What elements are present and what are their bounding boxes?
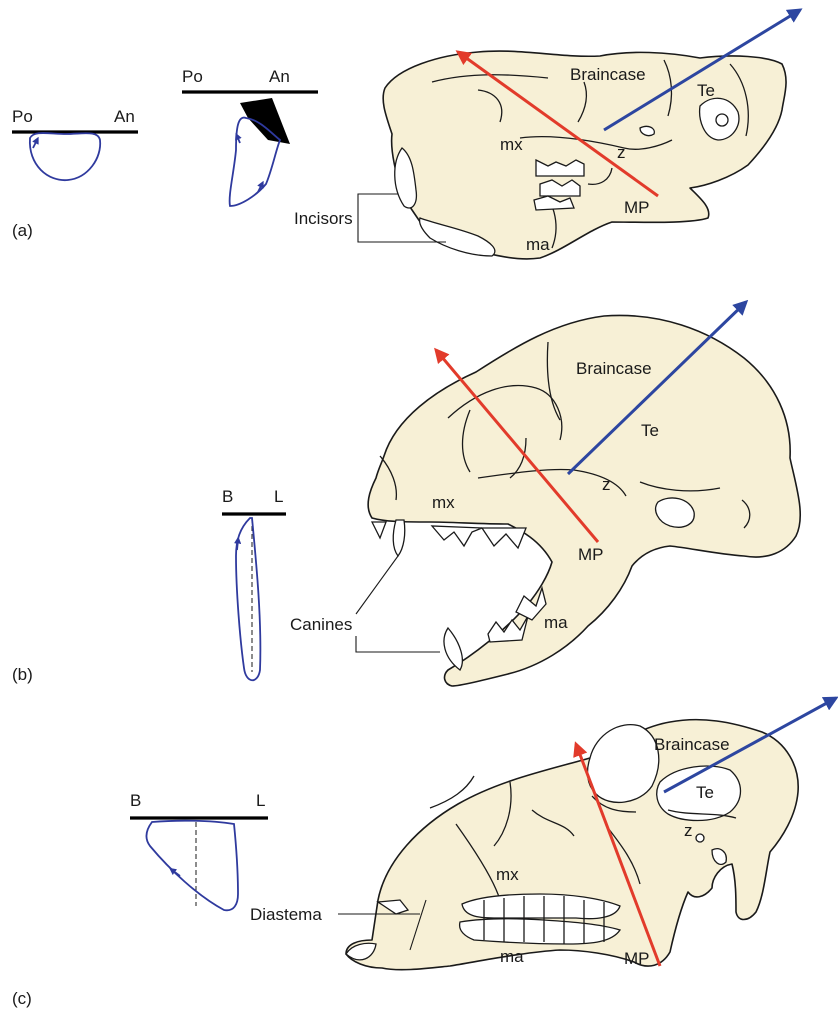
maxilla-label: mx (500, 135, 523, 154)
lingual-label: L (274, 487, 283, 506)
panel-c: B L Brai (12, 698, 836, 1008)
chewing-diagram-c: B L (130, 791, 268, 910)
maxilla-label: mx (432, 493, 455, 512)
mandible-label: ma (544, 613, 568, 632)
chewing-diagram-a2: Po An (182, 67, 318, 206)
zygomatic-label: z (617, 143, 626, 162)
incisor-tip-silhouette (240, 98, 290, 144)
anterior-label: An (114, 107, 135, 126)
temporalis-label: Te (697, 81, 715, 100)
masseter-label: MP (578, 545, 604, 564)
buccal-label: B (130, 791, 141, 810)
panel-letter-c: (c) (12, 989, 32, 1008)
masseter-label: MP (624, 949, 650, 968)
mandible-label: ma (500, 947, 524, 966)
braincase-label: Braincase (576, 359, 652, 378)
incisors-callout: Incisors (294, 209, 353, 228)
chewing-path-b (236, 518, 260, 680)
canines-callout: Canines (290, 615, 352, 634)
lingual-label: L (256, 791, 265, 810)
braincase-label: Braincase (654, 735, 730, 754)
diastema-callout: Diastema (250, 905, 322, 924)
braincase-label: Braincase (570, 65, 646, 84)
zygomatic-label: z (684, 821, 693, 840)
chewing-path-c (146, 821, 238, 911)
panel-letter-b: (b) (12, 665, 33, 684)
temporalis-label: Te (641, 421, 659, 440)
zygomatic-label: z (602, 475, 611, 494)
maxilla-label: mx (496, 865, 519, 884)
masseter-label: MP (624, 198, 650, 217)
posterior-label: Po (12, 107, 33, 126)
posterior-label: Po (182, 67, 203, 86)
panel-letter-a: (a) (12, 221, 33, 240)
chewing-path-a1 (30, 133, 100, 180)
chewing-diagram-a1: Po An (12, 107, 138, 180)
temporalis-label: Te (696, 783, 714, 802)
buccal-label: B (222, 487, 233, 506)
chewing-diagram-b: B L (222, 487, 286, 680)
panel-a: Po An Po An (12, 10, 800, 259)
panel-b: B L Brai (12, 302, 800, 686)
anterior-label: An (269, 67, 290, 86)
mandible-label: ma (526, 235, 550, 254)
